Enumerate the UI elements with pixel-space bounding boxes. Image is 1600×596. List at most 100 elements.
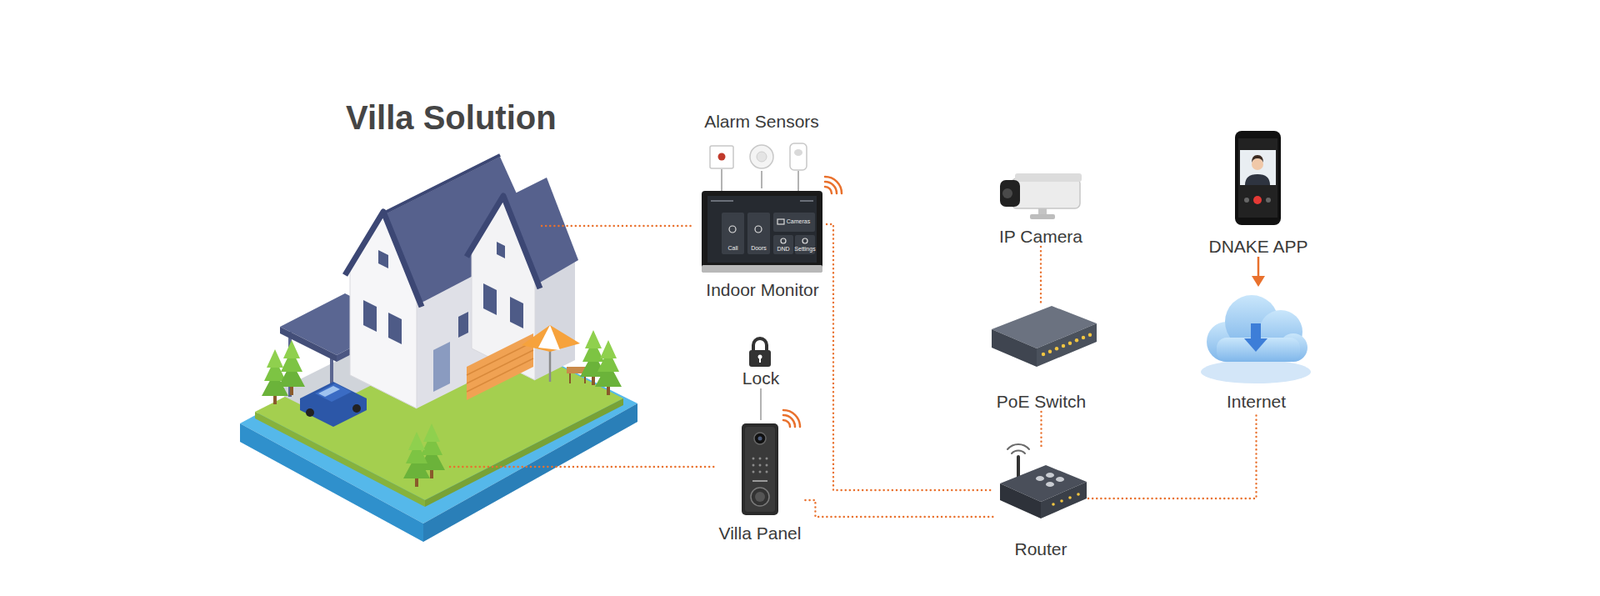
router-icon: [1000, 444, 1087, 519]
indoor-monitor-icon-part: [710, 200, 734, 202]
villa-panel-icon-part: [765, 470, 769, 474]
tree: [278, 340, 305, 395]
ip-camera-icon-part: [1000, 180, 1020, 207]
phone-app-icon-part: [1251, 158, 1264, 170]
phone-app-icon: [1235, 130, 1281, 225]
screen-label: DND: [776, 245, 790, 253]
screen-label: Cameras: [786, 218, 810, 225]
connector: [826, 224, 994, 490]
indoor-monitor-icon-part: [780, 238, 786, 244]
alarm-sensor-icons-part: [720, 169, 723, 191]
connector-line: [1088, 411, 1257, 499]
villa-panel-icon-part: [745, 426, 775, 512]
villa-illustration-part: [521, 325, 580, 352]
router-icon-part: [1035, 475, 1045, 481]
villa-panel-icon-part: [752, 464, 755, 467]
screen-label: Call: [727, 245, 738, 252]
wireless-symbol-part: [783, 410, 800, 427]
villa-panel-icon-part: [759, 470, 762, 474]
tree: [595, 340, 622, 395]
device-node: Indoor Monitor: [698, 188, 827, 300]
device-node: Router: [993, 445, 1089, 560]
villa-illustration-part: [466, 195, 540, 289]
phone-app-icon-part: [1244, 197, 1250, 203]
tree-part: [600, 340, 617, 359]
indoor-monitor-icon-part: [701, 190, 823, 273]
router-icon-part-part: [1007, 444, 1030, 450]
villa-panel-icon-part: [752, 457, 755, 460]
tree-part: [266, 349, 284, 368]
screen-label: Doors: [750, 245, 767, 252]
villa-illustration-part: [466, 333, 534, 400]
lock-icon: [749, 338, 771, 367]
tree-part: [591, 376, 595, 385]
router-icon-part: [1068, 495, 1072, 500]
router-icon-part: [1051, 502, 1055, 506]
villa-illustration-part: [510, 296, 524, 329]
indoor-monitor-icon-part: [800, 200, 814, 202]
wireless-symbol-part: [783, 415, 795, 427]
phone-app-icon-part: [1265, 197, 1271, 203]
villa-illustration-part: [383, 155, 500, 214]
device-label: IP Camera: [999, 226, 1083, 247]
phone-app-icon-part: [1235, 130, 1281, 225]
villa-panel-icon-part: [759, 464, 762, 467]
indoor-monitor-icon-part: [707, 195, 817, 263]
villa-illustration-part: [466, 350, 534, 384]
tree-part: [430, 470, 434, 479]
router-icon-part: [1045, 472, 1055, 478]
internet-cloud-icon-part: [1244, 338, 1268, 352]
villa-illustration-part: [352, 404, 361, 413]
connector-line: [826, 224, 994, 490]
poe-switch-icon-part: [1055, 346, 1059, 350]
router-icon-part: [1055, 476, 1065, 482]
villa-panel-icon-part: [758, 436, 763, 441]
ip-camera-icon: [1000, 173, 1082, 220]
tree-part: [283, 340, 300, 359]
villa-illustration-part: [433, 341, 450, 392]
indoor-monitor-icon-part: [729, 225, 736, 233]
connector: [1040, 411, 1042, 446]
tree-part: [273, 395, 277, 405]
tree-part: [290, 386, 294, 395]
indoor-monitor-icon-part: [773, 212, 815, 232]
device-label: Lock: [742, 368, 780, 389]
device-node: Villa Panel: [715, 420, 806, 544]
internet-cloud-icon-part: [1250, 323, 1261, 340]
device-node: Lock: [735, 335, 787, 389]
phone-app-icon-part: [1245, 174, 1270, 185]
poe-switch-icon-part: [1081, 335, 1085, 340]
poe-switch-icon-part: [1075, 338, 1079, 342]
villa-panel-icon-part: [759, 457, 762, 460]
poe-switch-icon-part: [1061, 344, 1065, 348]
villa-panel-icon-part: [750, 487, 770, 506]
device-label: PoE Switch: [996, 391, 1086, 412]
villa-panel-icon: [741, 423, 779, 515]
poe-switch-icon-part: [1041, 352, 1045, 356]
screen-label: Settings: [794, 245, 815, 253]
wireless-symbol-part: [825, 186, 832, 194]
connector: [805, 500, 994, 517]
connector: [1251, 256, 1265, 287]
wireless-symbol-part: [825, 176, 842, 194]
device-node: DNAKE APP: [1200, 126, 1317, 257]
villa-illustration-part: [300, 381, 367, 427]
internet-cloud-icon-part: [1200, 360, 1311, 384]
router-icon-part-part: [1011, 450, 1025, 454]
indoor-monitor-icon-part: [795, 235, 815, 255]
indoor-monitor-icon: [701, 190, 823, 273]
villa-illustration-part: [305, 408, 315, 417]
connector-line: [805, 500, 994, 517]
villa-illustration-part: [378, 250, 389, 269]
villa-illustration-part: [345, 211, 422, 307]
wireless-symbol: [825, 176, 842, 194]
device-label: Villa Panel: [719, 523, 802, 544]
diagram-title: Villa Solution: [345, 97, 557, 138]
lock-icon-part: [759, 357, 761, 363]
villa-illustration-part: [425, 398, 624, 507]
villa-panel-icon-part: [765, 464, 769, 467]
device-node: PoE Switch: [980, 303, 1102, 412]
alarm-sensor-icons-part: [790, 143, 807, 170]
villa-illustration-part: [458, 311, 469, 338]
